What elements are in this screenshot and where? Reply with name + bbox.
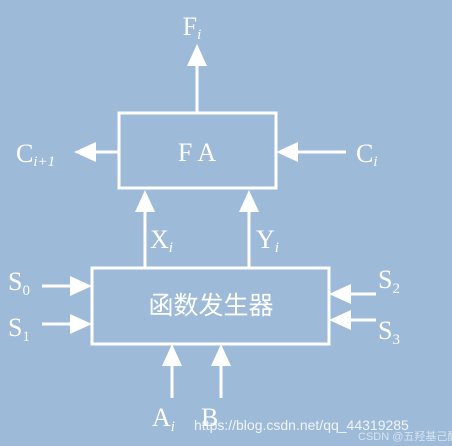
s2-input-arrow: [329, 284, 376, 304]
s3-input-arrow: [329, 310, 376, 330]
a-input-arrow: [162, 344, 182, 398]
f-output-arrow: [187, 44, 207, 113]
s1-input-arrow: [42, 314, 92, 334]
s2-label: S2: [378, 265, 400, 297]
watermark-url: https://blog.csdn.net/qq_44319285: [194, 417, 409, 433]
function-generator-label: 函数发生器: [148, 292, 273, 320]
f-output-label: Fi: [183, 12, 202, 43]
carry-in-arrow: [276, 142, 346, 162]
s0-label: S0: [8, 267, 30, 299]
b-input-label: B: [201, 403, 218, 432]
y-signal-arrow: [239, 190, 259, 268]
s3-label: S3: [378, 316, 400, 348]
s1-label: S1: [8, 313, 30, 345]
function-generator-block: [90, 266, 331, 346]
b-input-arrow: [211, 344, 231, 398]
carry-out-arrow: [74, 142, 119, 162]
y-signal-label: Yi: [256, 225, 279, 256]
x-signal-label: Xi: [150, 225, 173, 256]
s0-input-arrow: [42, 276, 92, 296]
fa-block-label: F A: [178, 138, 217, 167]
a-input-label: Ai: [152, 403, 175, 435]
carry-out-label: Ci+1: [16, 139, 55, 170]
carry-in-label: Ci: [356, 139, 378, 170]
watermark-corner: CSDN @五羟基己醛: [358, 429, 452, 443]
x-signal-arrow: [135, 190, 155, 268]
